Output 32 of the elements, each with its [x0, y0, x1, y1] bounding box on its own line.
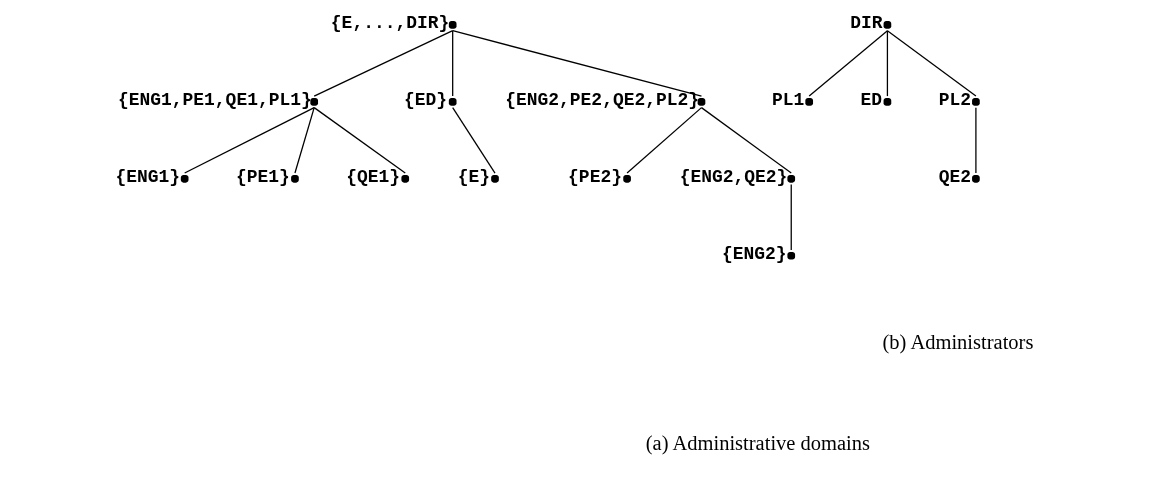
node-label: {ENG1,PE1,QE1,PL1} [117, 90, 312, 111]
connector [313, 30, 453, 97]
node-label: QE2 [938, 167, 971, 188]
node-label: {ENG2,PE2,QE2,PL2} [504, 90, 699, 111]
node-label: DIR [849, 13, 883, 34]
connector [183, 107, 315, 174]
connector [293, 107, 315, 174]
node-label: {PE1} [235, 167, 290, 188]
connector [886, 30, 977, 97]
connector [700, 107, 792, 174]
connector [974, 107, 977, 174]
label: (a) Administrative domains [645, 432, 870, 455]
node-label: {ENG1} [114, 167, 180, 188]
node-label: {PE2} [567, 167, 622, 188]
label: (b) Administrators [882, 331, 1033, 354]
connector [451, 30, 453, 97]
connector [451, 107, 496, 174]
connector [886, 30, 888, 97]
node-label: {E} [457, 167, 490, 188]
node-label: {ED} [403, 90, 447, 111]
connector [451, 30, 702, 97]
node-label: ED [859, 90, 882, 111]
node-label: {ENG2,QE2} [679, 167, 787, 188]
connector [808, 30, 888, 97]
node-label: PL1 [771, 90, 804, 111]
connector [790, 183, 792, 251]
node-label: {QE1} [345, 167, 400, 188]
connector [625, 107, 702, 174]
node-label: {ENG2} [721, 244, 787, 265]
node-label: {E,...,DIR} [330, 13, 449, 34]
node-label: PL2 [938, 90, 971, 111]
connector [313, 107, 406, 174]
